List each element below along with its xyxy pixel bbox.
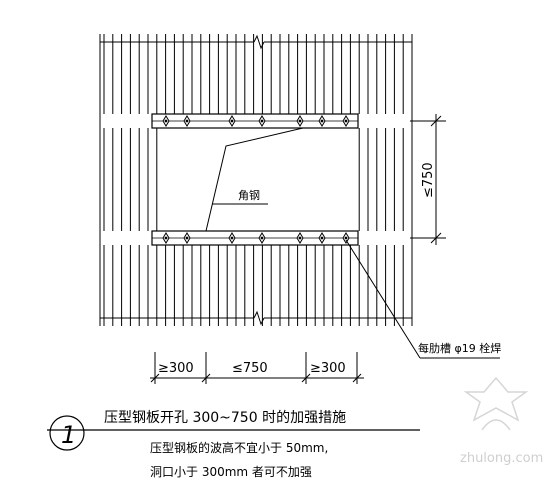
bolt-note-leader	[345, 239, 500, 359]
bolt-center	[230, 119, 234, 123]
bolt-holes-bottom	[162, 232, 350, 244]
bolt-center	[320, 236, 324, 240]
note-line-1: 压型钢板的波高不宜小于 50mm,	[150, 440, 328, 455]
bolt-center	[344, 236, 348, 240]
vertical-dimension	[410, 114, 446, 245]
dimension-mid-label: ≤750	[232, 361, 268, 376]
angle-steel-leader	[205, 127, 304, 232]
detail-number: 1	[61, 421, 76, 449]
angle-steel-bottom	[151, 230, 359, 246]
detail-title: 压型钢板开孔 300~750 时的加强措施	[104, 410, 346, 426]
bolt-center	[230, 236, 234, 240]
bolt-center	[298, 236, 302, 240]
deck-rib-lines	[99, 34, 413, 326]
bolt-center	[185, 119, 189, 123]
bolt-center	[164, 236, 168, 240]
bolt-note-label: 每肋槽 φ19 栓焊	[418, 341, 501, 355]
horizontal-dimension	[150, 352, 364, 384]
vertical-dimension-label: ≤750	[421, 162, 436, 198]
bolt-center	[298, 119, 302, 123]
bolt-center	[185, 236, 189, 240]
detail-number-circle	[49, 415, 85, 451]
watermark-logo	[463, 376, 529, 431]
break-line-top	[100, 34, 412, 50]
bolt-holes-top	[162, 115, 350, 127]
watermark-text: zhulong.com	[460, 451, 543, 466]
bolt-center	[260, 236, 264, 240]
break-line-bottom	[100, 310, 412, 326]
bolt-center	[320, 119, 324, 123]
angle-steel-label: 角钢	[238, 189, 260, 202]
note-line-2: 洞口小于 300mm 者可不加强	[150, 465, 312, 479]
angle-steel-top	[151, 113, 359, 129]
bolt-center	[344, 119, 348, 123]
dimension-left-label: ≥300	[158, 361, 194, 376]
bolt-center	[164, 119, 168, 123]
bolt-center	[260, 119, 264, 123]
dimension-right-label: ≥300	[310, 361, 346, 376]
